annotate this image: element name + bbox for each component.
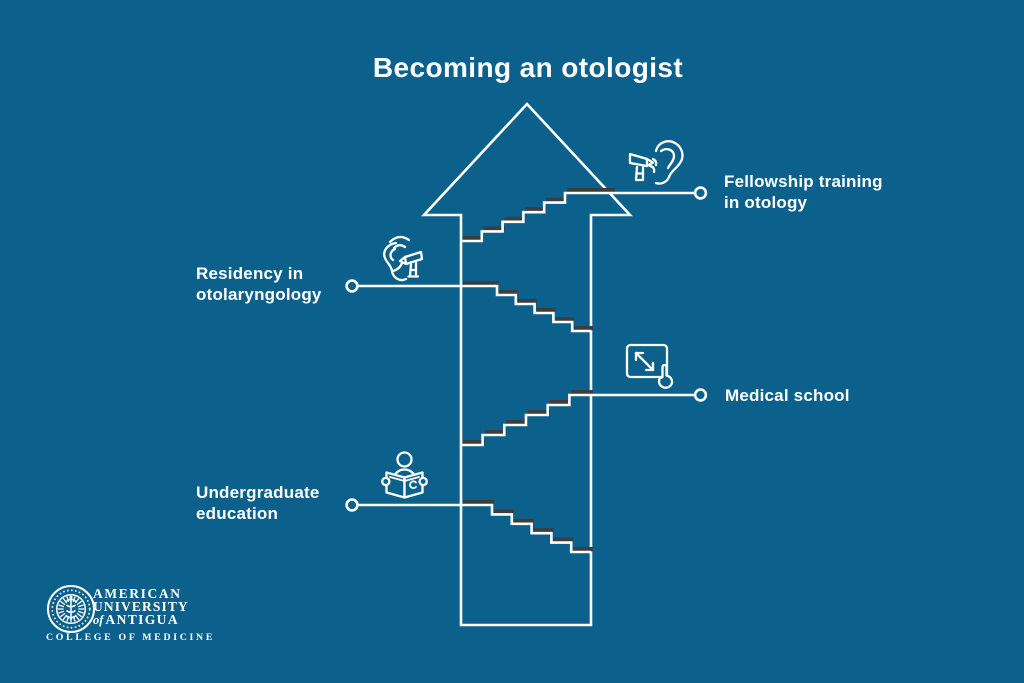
connector-endpoints (345, 186, 708, 512)
step-label-residency: Residency in otolaryngology (196, 264, 322, 305)
staircase (461, 187, 615, 554)
page-title: Becoming an otologist (372, 52, 684, 83)
logo-line-american: AMERICAN (93, 586, 182, 601)
seal-ray (74, 614, 80, 621)
seal-ray (66, 596, 70, 603)
ear-otoscope-icon (628, 140, 684, 185)
seal-ray (62, 614, 68, 621)
seal-ray (59, 612, 66, 618)
seal-ray (72, 596, 76, 603)
step-label-fellowship: Fellowship training in otology (724, 172, 883, 213)
interactive-screen-icon (625, 343, 674, 389)
connector-lines (357, 191, 695, 507)
seal-sunburst (57, 595, 85, 623)
seal-ray (59, 600, 66, 606)
logo-of: of (93, 613, 104, 627)
logo-antigua: ANTIGUA (105, 612, 179, 627)
stair-flight (461, 393, 591, 447)
stair-flight (461, 191, 613, 243)
seal-caduceus (64, 595, 78, 620)
stair-flight (461, 284, 591, 333)
medical-endpoint-circle (693, 388, 708, 402)
step-label-medical-school: Medical school (725, 386, 850, 405)
seal-ray (77, 604, 84, 608)
reading-person-icon (381, 451, 428, 499)
fellowship-endpoint-circle (693, 186, 708, 200)
seal-ray (76, 612, 83, 618)
seal-ray (76, 600, 83, 606)
university-seal-icon (47, 585, 95, 633)
ear-exam-icon (383, 235, 424, 282)
logo-subtitle-college-of-medicine: COLLEGE OF MEDICINE (46, 632, 216, 643)
seal-ray (77, 610, 84, 614)
seal-ray (58, 610, 65, 614)
step-label-undergraduate: Undergraduate education (196, 483, 320, 524)
logo-line-university: UNIVERSITY (93, 599, 189, 614)
up-arrow-outline (421, 102, 633, 627)
undergrad-endpoint-circle (345, 498, 359, 512)
residency-endpoint-circle (345, 279, 359, 293)
seal-ray (58, 604, 65, 608)
stair-flight (461, 503, 591, 554)
